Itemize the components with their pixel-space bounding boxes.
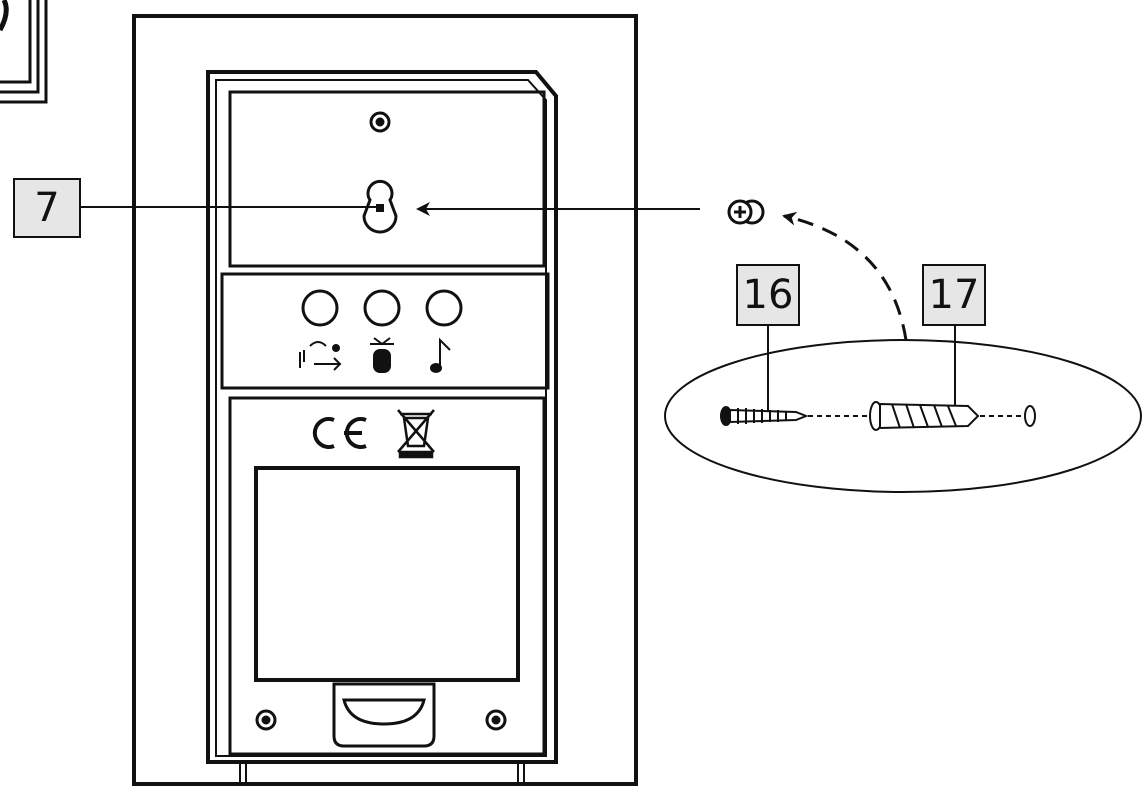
- wall-plug-icon: [869, 401, 980, 431]
- ce-mark-icon: [312, 417, 367, 449]
- sound-button-icon: [430, 337, 451, 373]
- callout-7: 7: [13, 178, 81, 238]
- melody-button-icon: [299, 341, 342, 371]
- keyhole-icon: [362, 179, 398, 234]
- melody-button: [301, 289, 339, 327]
- bottom-screw-left-icon: [255, 709, 277, 731]
- top-screw-icon: [369, 111, 391, 133]
- wall-hole-icon: [1024, 405, 1036, 427]
- device-back-housing: [206, 70, 558, 782]
- volume-button: [363, 289, 401, 327]
- screw-icon: [720, 406, 809, 426]
- callout-16: 16: [736, 264, 800, 326]
- callout-17: 17: [922, 264, 986, 326]
- dashed-curved-arrow: [782, 211, 908, 341]
- volume-button-icon: [370, 337, 394, 373]
- screw-head-icon: [727, 199, 765, 225]
- previous-figure-fragment: [0, 0, 48, 104]
- battery-latch: [332, 682, 436, 748]
- battery-compartment: [254, 466, 520, 682]
- bottom-screw-right-icon: [485, 709, 507, 731]
- sound-button: [425, 289, 463, 327]
- weee-bin-icon: [397, 409, 435, 459]
- button-row: [301, 289, 463, 327]
